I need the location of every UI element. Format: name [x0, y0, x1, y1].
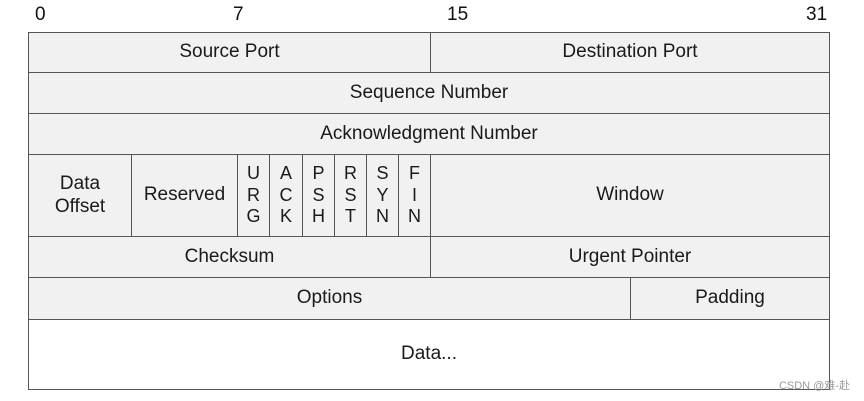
flag-ack: A C K	[269, 154, 303, 237]
reserved-field: Reserved	[131, 154, 238, 237]
flag-rst: R S T	[334, 154, 367, 237]
bit-marker-0: 0	[35, 4, 46, 25]
bit-marker-31: 31	[806, 4, 828, 25]
checksum-field: Checksum	[28, 236, 431, 278]
flag-syn: S Y N	[366, 154, 399, 237]
bit-marker-7: 7	[233, 4, 244, 25]
acknowledgment-number-field: Acknowledgment Number	[28, 113, 830, 155]
options-field: Options	[28, 277, 631, 320]
data-field: Data...	[28, 319, 830, 390]
urgent-pointer-field: Urgent Pointer	[430, 236, 830, 278]
data-offset-field: Data Offset	[28, 154, 132, 237]
source-port-field: Source Port	[28, 32, 431, 73]
bit-marker-15: 15	[447, 4, 469, 25]
watermark: CSDN @难-赴	[778, 380, 850, 392]
flag-urg: U R G	[237, 154, 270, 237]
sequence-number-field: Sequence Number	[28, 72, 830, 114]
window-field: Window	[430, 154, 830, 237]
flag-psh: P S H	[302, 154, 335, 237]
destination-port-field: Destination Port	[430, 32, 830, 73]
flag-fin: F I N	[398, 154, 431, 237]
padding-field: Padding	[630, 277, 830, 320]
